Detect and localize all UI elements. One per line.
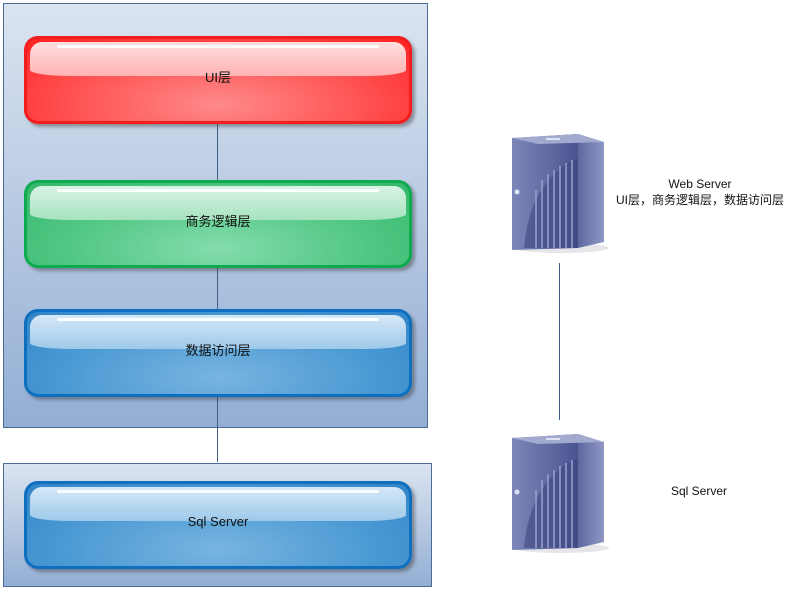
web-server-label: Web Server UI层，商务逻辑层，数据访问层 — [602, 176, 798, 208]
sql-server-layer: Sql Server — [24, 481, 412, 569]
web-server-description: UI层，商务逻辑层，数据访问层 — [615, 193, 784, 207]
data-access-layer: 数据访问层 — [24, 309, 412, 397]
web-server-name: Web Server — [668, 177, 732, 191]
connector-line — [217, 122, 218, 462]
server-connector-line — [559, 263, 560, 420]
data-access-layer-label: 数据访问层 — [185, 342, 251, 358]
business-logic-layer: 商务逻辑层 — [24, 180, 412, 268]
business-logic-layer-label: 商务逻辑层 — [185, 213, 251, 229]
server-tower-icon — [506, 130, 612, 256]
ui-layer-label: UI层 — [204, 69, 231, 85]
sql-server-layer-label: Sql Server — [187, 513, 249, 529]
ui-layer: UI层 — [24, 36, 412, 124]
sql-server-label: Sql Server — [670, 484, 728, 498]
server-tower-icon — [506, 430, 612, 556]
